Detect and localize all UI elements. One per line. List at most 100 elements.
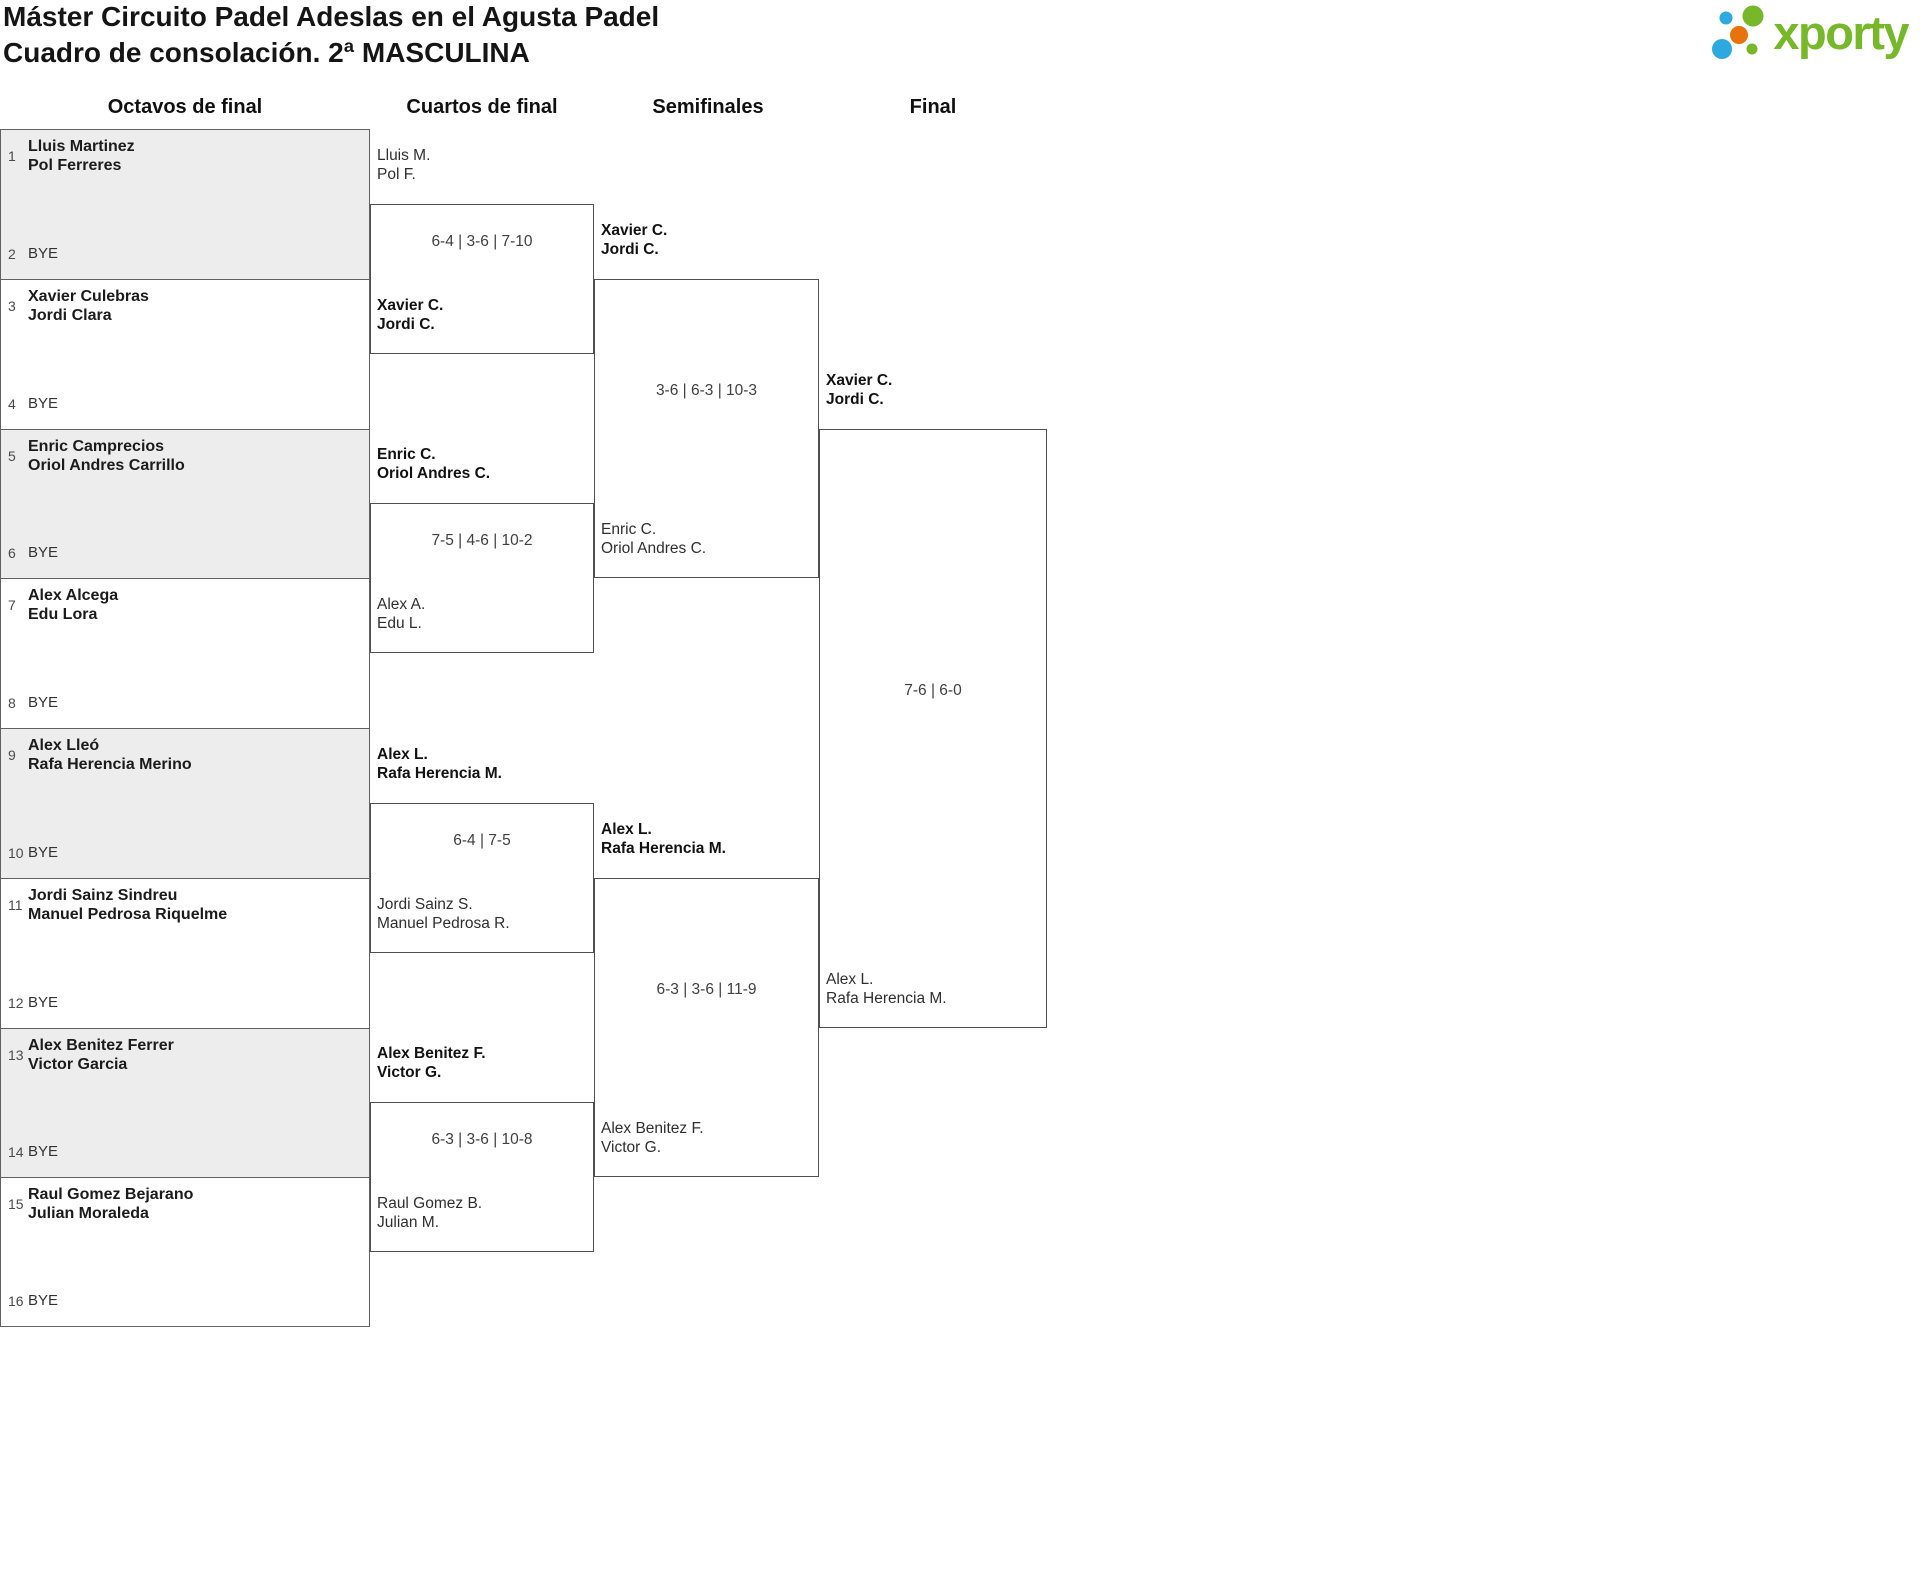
bye-label: BYE <box>28 694 59 711</box>
seed-number: 14 <box>8 1143 24 1160</box>
bye-label: BYE <box>28 994 59 1011</box>
round-header-final: Final <box>909 96 957 118</box>
qf1-pair-bottom-winner: Xavier C. Jordi C. <box>377 296 443 334</box>
page-title: Máster Circuito Padel Adeslas en el Agus… <box>3 1 660 32</box>
player-name: Alex Lleó <box>28 737 100 754</box>
seed-number: 2 <box>8 245 16 262</box>
seed-number: 10 <box>8 844 24 861</box>
seed-number: 11 <box>8 897 23 913</box>
match-score: 6-3 | 3-6 | 11-9 <box>656 981 757 998</box>
sf2-pair-bottom: Alex Benitez F. Victor G. <box>601 1119 704 1157</box>
pair-line: Pol F. <box>377 166 416 183</box>
sf1-pair-top-winner: Xavier C. Jordi C. <box>601 221 667 259</box>
qf2-pair-top-winner: Enric C.Oriol Andres C. <box>377 445 490 483</box>
player-name: Jordi Clara <box>28 307 112 324</box>
player-name: Pol Ferreres <box>28 157 122 174</box>
player-name: Manuel Pedrosa Riquelme <box>28 906 228 923</box>
qf3-pair-bottom: Jordi Sainz S.Manuel Pedrosa R. <box>377 895 510 933</box>
seed-number: 15 <box>8 1196 24 1212</box>
bye-label: BYE <box>28 844 59 861</box>
xporty-logo[interactable]: xporty <box>1710 5 1909 65</box>
player-name: Oriol Andres Carrillo <box>28 457 185 474</box>
pair-line: Alex Benitez F. <box>601 1120 704 1137</box>
pair-line: Alex L. <box>377 746 428 763</box>
player-name: Alex Benitez Ferrer <box>28 1037 174 1054</box>
final-pair-top-winner: Xavier C.Jordi C. <box>826 371 892 409</box>
qf-match-box-4: 6-3 | 3-6 | 10-8 <box>370 1102 594 1252</box>
player-name: Victor Garcia <box>28 1056 128 1073</box>
pair-line: Rafa Herencia M. <box>377 765 502 782</box>
bye-label: BYE <box>28 1143 59 1160</box>
qf-match-box-3: 6-4 | 7-5 <box>370 803 594 953</box>
pair-line: Rafa Herencia M. <box>601 840 726 857</box>
sf-match-box-2: 6-3 | 3-6 | 11-9 <box>594 878 819 1177</box>
player-name: Rafa Herencia Merino <box>28 756 192 773</box>
pair-line: Victor G. <box>601 1139 662 1156</box>
seed-number: 6 <box>8 544 16 561</box>
seed-number: 4 <box>8 395 16 412</box>
player-name: Raul Gomez Bejarano <box>28 1186 194 1203</box>
pair-line: Raul Gomez B. <box>377 1195 483 1212</box>
match-score: 3-6 | 6-3 | 10-3 <box>655 382 758 399</box>
pair-line: Xavier C. <box>377 297 444 314</box>
bracket-entry-bye: 10 BYE <box>1 843 369 862</box>
pair-line: Alex L. <box>826 971 874 988</box>
pair-line: Jordi C. <box>601 241 659 258</box>
player-name: Lluis Martinez <box>28 138 135 155</box>
bye-label: BYE <box>28 1292 59 1309</box>
bracket-entry-bye: 14 BYE <box>1 1142 369 1161</box>
player-name: Enric Camprecios <box>28 438 165 455</box>
pair-line: Enric C. <box>601 521 657 538</box>
match-score: 6-4 | 7-5 <box>453 832 511 849</box>
qf3-pair-top-winner: Alex L. Rafa Herencia M. <box>377 745 502 783</box>
pair-line: Victor G. <box>377 1064 442 1081</box>
bracket-entry-bye: 4 BYE <box>1 394 369 413</box>
seed-number: 5 <box>8 448 16 464</box>
qf4-pair-top-winner: Alex Benitez F.Victor G. <box>377 1044 486 1082</box>
xporty-logo-text: xporty <box>1773 6 1909 59</box>
match-score: 6-3 | 3-6 | 10-8 <box>431 1131 533 1148</box>
sf1-pair-bottom: Enric C.Oriol Andres C. <box>601 520 706 558</box>
bye-label: BYE <box>28 395 59 412</box>
round-header-semifinales: Semifinales <box>652 96 764 118</box>
final-pair-bottom: Alex L. Rafa Herencia M. <box>826 970 947 1008</box>
pair-line: Jordi C. <box>377 316 435 333</box>
page-subtitle: Cuadro de consolación. 2ª MASCULINA <box>3 37 530 68</box>
pair-line: Rafa Herencia M. <box>826 990 947 1007</box>
qf4-pair-bottom: Raul Gomez B. Julian M. <box>377 1194 482 1232</box>
qf-match-box-2: 7-5 | 4-6 | 10-2 <box>370 503 594 653</box>
pair-line: Manuel Pedrosa R. <box>377 915 510 932</box>
player-name: Julian Moraleda <box>28 1205 149 1222</box>
sf-match-box-1: 3-6 | 6-3 | 10-3 <box>594 279 819 578</box>
pair-line: Enric C. <box>377 446 436 463</box>
pair-line: Xavier C. <box>601 222 668 239</box>
match-score: 6-4 | 3-6 | 7-10 <box>431 233 533 250</box>
player-name: Edu Lora <box>28 606 98 623</box>
bracket-entry-bye: 8 BYE <box>1 693 369 712</box>
xporty-logo-dots-icon <box>1712 5 1764 59</box>
pair-line: Lluis M. <box>377 147 431 164</box>
seed-number: 8 <box>8 694 16 711</box>
pair-line: Alex A. <box>377 596 426 613</box>
pair-line: Edu L. <box>377 615 422 632</box>
qf-match-box-1: 6-4 | 3-6 | 7-10 <box>370 204 594 354</box>
pair-line: Julian M. <box>377 1214 440 1231</box>
pair-line: Alex L. <box>601 821 652 838</box>
bye-label: BYE <box>28 544 59 561</box>
pair-line: Xavier C. <box>826 372 893 389</box>
seed-number: 9 <box>8 747 16 763</box>
